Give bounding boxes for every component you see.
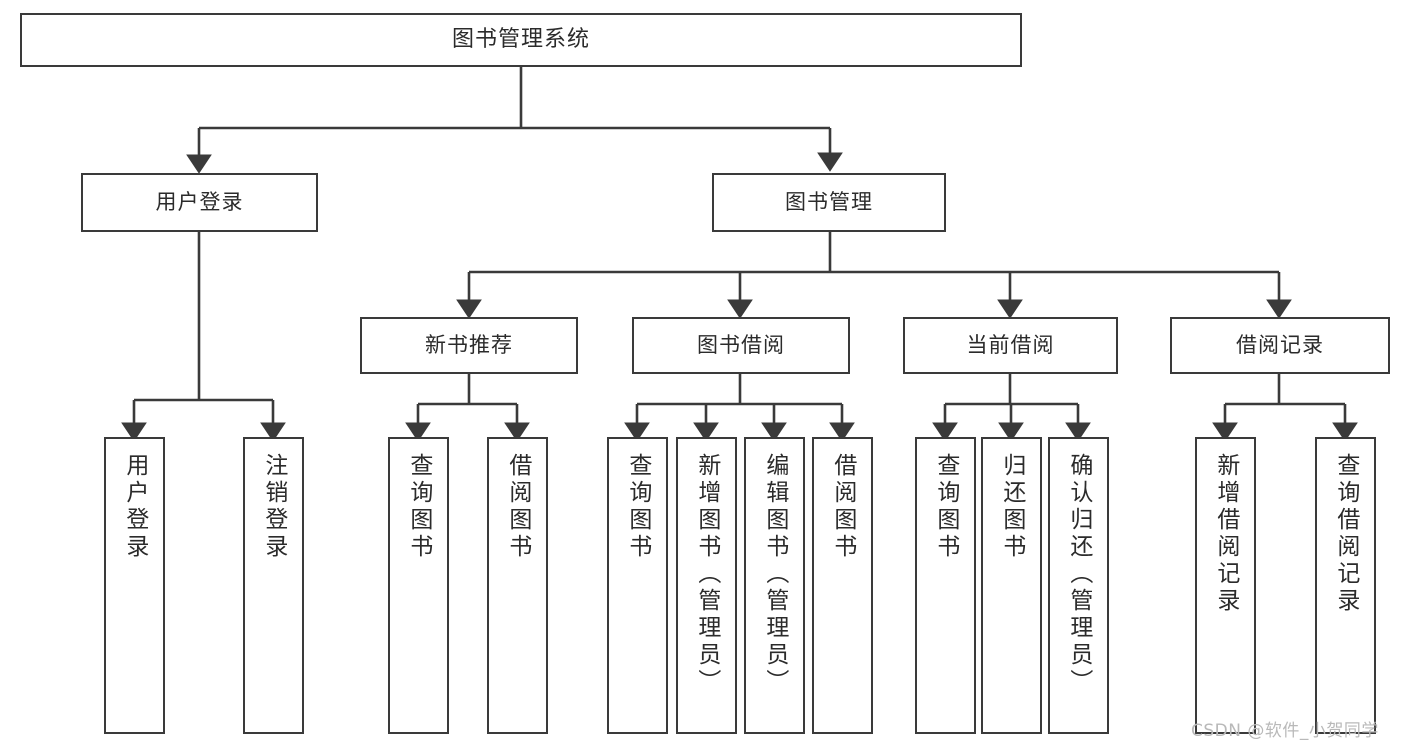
node-current-borrow[interactable]: 当前借阅 bbox=[903, 317, 1118, 374]
node-label: 借阅图书 bbox=[829, 453, 856, 561]
node-label: 新书推荐 bbox=[425, 333, 513, 358]
node-label: 编辑图书（管理员） bbox=[761, 453, 788, 696]
node-borrow-records[interactable]: 借阅记录 bbox=[1170, 317, 1390, 374]
leaf-records-query-record[interactable]: 查询借阅记录 bbox=[1315, 437, 1376, 734]
node-label: 当前借阅 bbox=[966, 333, 1055, 358]
node-label: 用户登录 bbox=[155, 190, 244, 215]
node-label: 查询借阅记录 bbox=[1332, 453, 1359, 615]
node-label: 图书借阅 bbox=[697, 333, 785, 358]
node-label: 查询图书 bbox=[932, 453, 959, 561]
node-label: 图书管理系统 bbox=[451, 27, 590, 53]
leaf-borrow-borrow-book[interactable]: 借阅图书 bbox=[812, 437, 873, 734]
node-label: 注销登录 bbox=[260, 453, 287, 561]
leaf-records-add-record[interactable]: 新增借阅记录 bbox=[1195, 437, 1256, 734]
leaf-recommend-borrow-book[interactable]: 借阅图书 bbox=[487, 437, 548, 734]
leaf-current-return-book[interactable]: 归还图书 bbox=[981, 437, 1042, 734]
node-label: 用户登录 bbox=[121, 453, 148, 561]
node-label: 新增图书（管理员） bbox=[693, 453, 720, 696]
csdn-watermark: CSDN @软件_小贺同学 bbox=[1191, 721, 1379, 741]
leaf-borrow-edit-book-admin[interactable]: 编辑图书（管理员） bbox=[744, 437, 805, 734]
leaf-borrow-query-book[interactable]: 查询图书 bbox=[607, 437, 668, 734]
node-label: 借阅记录 bbox=[1236, 333, 1324, 358]
node-label: 查询图书 bbox=[624, 453, 651, 561]
leaf-recommend-query-book[interactable]: 查询图书 bbox=[388, 437, 449, 734]
node-user-login[interactable]: 用户登录 bbox=[81, 173, 318, 232]
node-book-borrow[interactable]: 图书借阅 bbox=[632, 317, 850, 374]
node-new-book-recommend[interactable]: 新书推荐 bbox=[360, 317, 578, 374]
leaf-borrow-add-book-admin[interactable]: 新增图书（管理员） bbox=[676, 437, 737, 734]
node-label: 图书管理 bbox=[785, 190, 873, 215]
node-book-management[interactable]: 图书管理 bbox=[712, 173, 946, 232]
node-root-system[interactable]: 图书管理系统 bbox=[20, 13, 1022, 67]
node-label: 借阅图书 bbox=[504, 453, 531, 561]
leaf-user-login[interactable]: 用户登录 bbox=[104, 437, 165, 734]
node-label: 查询图书 bbox=[405, 453, 432, 561]
node-label: 新增借阅记录 bbox=[1212, 453, 1239, 615]
node-label: 归还图书 bbox=[998, 453, 1025, 561]
leaf-user-logout[interactable]: 注销登录 bbox=[243, 437, 304, 734]
node-label: 确认归还（管理员） bbox=[1065, 453, 1092, 696]
leaf-current-query-book[interactable]: 查询图书 bbox=[915, 437, 976, 734]
leaf-current-confirm-return-admin[interactable]: 确认归还（管理员） bbox=[1048, 437, 1109, 734]
